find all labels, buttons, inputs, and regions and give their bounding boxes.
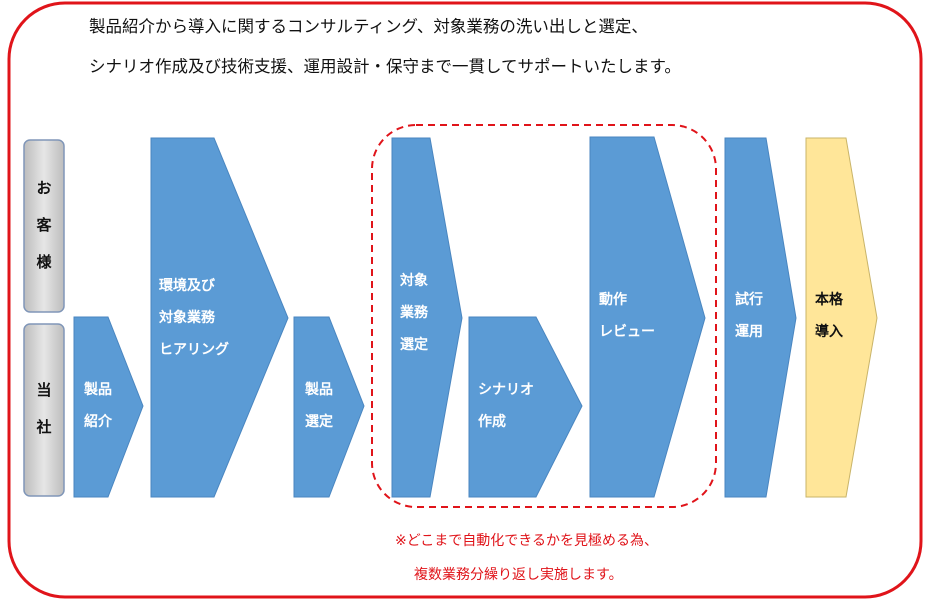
side-company bbox=[23, 323, 65, 497]
repeat-group-frame bbox=[371, 124, 717, 508]
step-label-scenario: シナリオ 作成 bbox=[478, 374, 534, 438]
step-label-product-select: 製品 選定 bbox=[305, 374, 333, 438]
step-arrow-trial bbox=[724, 137, 797, 498]
step-label-line: 製品 bbox=[84, 382, 112, 398]
step-label-line: 選定 bbox=[400, 337, 428, 353]
step-label-trial: 試行 運用 bbox=[735, 284, 763, 348]
step-label-line: 導入 bbox=[815, 324, 843, 340]
step-label-line: ヒアリング bbox=[159, 342, 229, 358]
step-label-line: 動作 bbox=[599, 292, 627, 308]
step-label-line: レビュー bbox=[599, 324, 655, 340]
intro-line-1: 製品紹介から導入に関するコンサルティング、対象業務の洗い出しと選定、 bbox=[89, 17, 648, 36]
step-label-line: 作成 bbox=[478, 414, 506, 430]
side-char: 様 bbox=[36, 253, 52, 271]
step-label-line: 選定 bbox=[305, 414, 333, 430]
step-arrow-target-select bbox=[391, 137, 463, 498]
intro-line-2: シナリオ作成及び技術支援、運用設計・保守まで一貫してサポートいたします。 bbox=[89, 57, 681, 76]
step-label-line: 対象業務 bbox=[159, 310, 215, 326]
step-arrow-product-select bbox=[293, 316, 365, 498]
side-label-company: 当 社 bbox=[24, 372, 64, 446]
side-label-customer: お 客 様 bbox=[24, 170, 64, 281]
step-label-review: 動作 レビュー bbox=[599, 284, 655, 348]
side-char: 社 bbox=[36, 418, 52, 436]
step-label-hearing: 環境及び 対象業務 ヒアリング bbox=[159, 270, 229, 366]
repeat-note-line-1: ※どこまで自動化できるかを見極める為、 bbox=[395, 533, 659, 549]
step-label-full: 本格 導入 bbox=[815, 284, 843, 348]
step-label-line: 業務 bbox=[400, 305, 428, 321]
outer-frame bbox=[7, 1, 923, 599]
side-char: 当 bbox=[36, 381, 52, 399]
side-char: お bbox=[36, 179, 52, 197]
step-arrow-scenario bbox=[468, 316, 583, 498]
step-arrow-review bbox=[589, 136, 706, 498]
step-label-line: 製品 bbox=[305, 382, 333, 398]
side-char: 客 bbox=[36, 216, 52, 234]
step-label-line: 対象 bbox=[400, 273, 428, 289]
step-label-product-intro: 製品 紹介 bbox=[84, 374, 112, 438]
step-arrow-product-intro bbox=[73, 316, 144, 498]
side-customer bbox=[23, 139, 65, 313]
step-arrow-full bbox=[805, 137, 878, 498]
step-label-line: 試行 bbox=[735, 292, 763, 308]
repeat-note-line-2: 複数業務分繰り返し実施します。 bbox=[414, 567, 623, 583]
step-label-line: シナリオ bbox=[478, 382, 534, 398]
step-label-line: 紹介 bbox=[84, 414, 112, 430]
step-label-line: 本格 bbox=[815, 292, 843, 308]
step-label-line: 環境及び bbox=[159, 278, 215, 294]
step-label-target-select: 対象 業務 選定 bbox=[400, 265, 428, 361]
step-arrow-hearing bbox=[150, 137, 289, 498]
step-label-line: 運用 bbox=[735, 324, 763, 340]
